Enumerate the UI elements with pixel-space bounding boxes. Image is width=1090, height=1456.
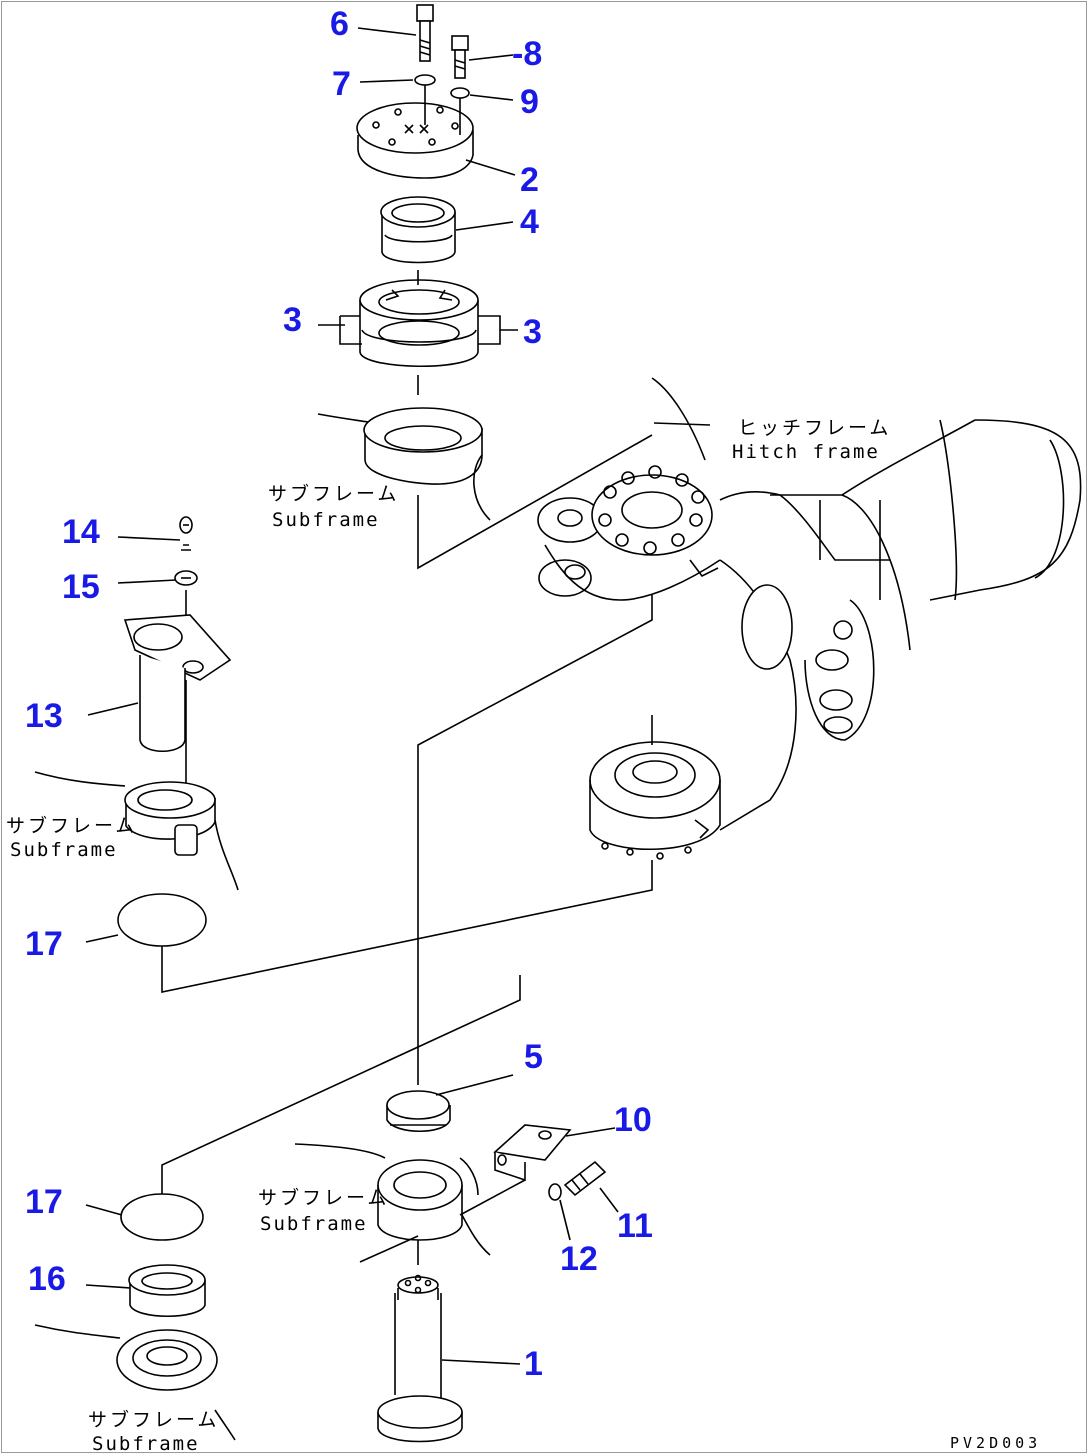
callout-15: 15 (62, 568, 100, 606)
o-ring-17-lower (120, 1193, 204, 1241)
o-ring-17-upper (117, 893, 207, 947)
label-subframe-lower-jp: サブフレーム (258, 1186, 389, 1209)
label-subframe-left-en: Subframe (10, 839, 118, 861)
callout-6: 6 (330, 5, 349, 43)
callout-14: 14 (62, 513, 100, 551)
plate-10 (459, 1124, 572, 1216)
callout-11: 11 (617, 1207, 653, 1245)
label-subframe-left-jp: サブフレーム (6, 814, 137, 837)
lower-subframe-boss (294, 1143, 491, 1263)
callout-16: 16 (28, 1260, 66, 1298)
label-subframe-upper-jp: サブフレーム (268, 482, 399, 505)
label-subframe-bottom-jp: サブフレーム (88, 1408, 219, 1431)
left-subframe-boss (34, 771, 239, 891)
label-subframe-lower-en: Subframe (260, 1213, 368, 1235)
leader-lines (85, 27, 619, 1365)
callout-12: 12 (560, 1240, 598, 1278)
label-hitch-frame-jp: ヒッチフレーム (738, 417, 891, 439)
bottom-subframe-boss (34, 1324, 236, 1441)
callout-4: 4 (520, 203, 539, 241)
bushing-16 (128, 1264, 206, 1318)
callout-3-left: 3 (283, 301, 302, 339)
bolt-8 (451, 35, 469, 79)
washer-7 (414, 74, 436, 86)
hitch-frame (537, 377, 1082, 860)
callout-17-lower: 17 (25, 1183, 63, 1221)
callout-8: -8 (512, 35, 542, 73)
cap-5 (386, 1090, 451, 1133)
callout-2: 2 (520, 161, 539, 199)
callout-17-upper: 17 (25, 925, 63, 963)
callout-3-right: 3 (523, 313, 542, 351)
callout-1: 1 (524, 1345, 543, 1383)
upper-subframe-boss (317, 407, 491, 521)
pin-1 (377, 1274, 463, 1443)
washer-15 (174, 570, 198, 586)
callout-10: 10 (614, 1101, 652, 1139)
washer-9 (450, 87, 470, 99)
shims-3 (359, 279, 479, 368)
cap-2 (356, 102, 474, 179)
callout-5: 5 (524, 1038, 543, 1076)
callout-13: 13 (25, 697, 63, 735)
drawing-code: PV2D003 (950, 1434, 1041, 1452)
label-hitch-frame-en: Hitch frame (732, 441, 880, 463)
grease-fitting-14 (179, 516, 193, 551)
bolt-6 (416, 4, 434, 62)
callout-9: 9 (520, 83, 539, 121)
sleeve-13 (123, 614, 232, 752)
washer-12 (548, 1183, 562, 1201)
bolt-11 (563, 1160, 607, 1197)
callout-7: 7 (332, 65, 351, 103)
label-subframe-upper-en: Subframe (272, 509, 380, 531)
label-subframe-bottom-en: Subframe (92, 1433, 200, 1455)
bushing-4 (380, 196, 456, 264)
